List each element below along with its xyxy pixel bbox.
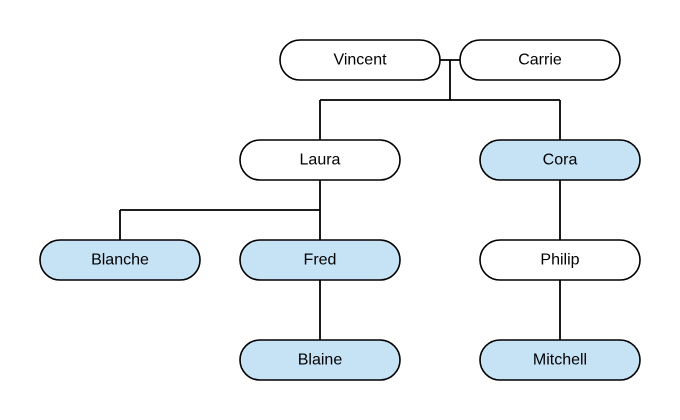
person-node-shape-carrie	[459, 39, 621, 81]
person-node-shape-blaine	[239, 339, 401, 381]
person-node-blanche: Blanche	[39, 239, 201, 281]
person-label-mitchell: Mitchell	[533, 352, 587, 369]
person-node-shape-mitchell	[479, 339, 641, 381]
person-node-fred: Fred	[239, 239, 401, 281]
person-node-philip: Philip	[479, 239, 641, 281]
person-node-cora: Cora	[479, 139, 641, 181]
person-label-philip: Philip	[540, 252, 579, 269]
person-node-shape-vincent	[279, 39, 441, 81]
person-label-laura: Laura	[300, 152, 341, 169]
person-node-mitchell: Mitchell	[479, 339, 641, 381]
person-node-blaine: Blaine	[239, 339, 401, 381]
person-node-laura: Laura	[239, 139, 401, 181]
person-label-fred: Fred	[304, 252, 337, 269]
person-label-blaine: Blaine	[298, 352, 343, 369]
connector-lines	[119, 59, 561, 340]
person-label-carrie: Carrie	[518, 52, 562, 69]
person-label-vincent: Vincent	[333, 52, 387, 69]
person-label-cora: Cora	[543, 152, 578, 169]
person-node-carrie: Carrie	[459, 39, 621, 81]
person-node-shape-cora	[479, 139, 641, 181]
person-label-blanche: Blanche	[91, 252, 149, 269]
person-node-shape-philip	[479, 239, 641, 281]
person-node-vincent: Vincent	[279, 39, 441, 81]
person-node-shape-laura	[239, 139, 401, 181]
person-node-shape-blanche	[39, 239, 201, 281]
person-node-shape-fred	[239, 239, 401, 281]
